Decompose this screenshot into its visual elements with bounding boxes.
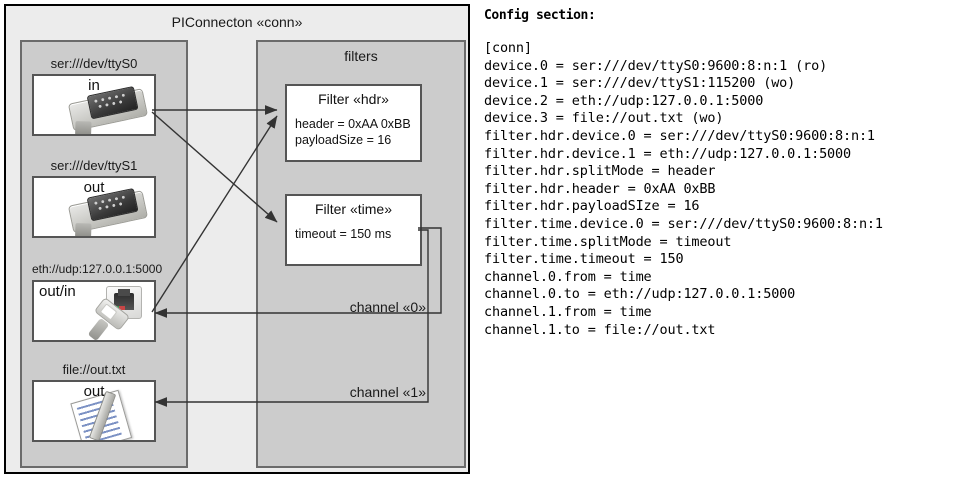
- device-eth-box: out/in: [32, 280, 156, 342]
- config-panel: Config section: [conn] device.0 = ser://…: [480, 0, 964, 484]
- filter-time-title: Filter «time»: [314, 201, 393, 217]
- device-ttys0-box: in: [32, 74, 156, 136]
- device-ttys1-label: ser:///dev/ttyS1: [50, 158, 138, 173]
- device-eth-label: eth://udp:127.0.0.1:5000: [32, 262, 163, 276]
- device-ttys1-box: out: [32, 176, 156, 238]
- filter-time[interactable]: Filter «time» timeout = 150 ms: [285, 194, 422, 266]
- channel-1-label: channel «1»: [349, 384, 426, 400]
- ethernet-icon: [87, 286, 148, 340]
- config-section-header: Config section:: [484, 8, 596, 23]
- diagram-frame: PIConnecton «conn» filters ser:///dev/tt…: [4, 4, 470, 474]
- device-file-label: file://out.txt: [62, 362, 126, 377]
- filter-time-props: timeout = 150 ms: [295, 227, 392, 241]
- diagram-title: PIConnecton «conn»: [171, 14, 303, 30]
- device-file-mode: out: [83, 383, 105, 400]
- filter-hdr-props: header = 0xAA 0xBB payloadSize = 16: [295, 117, 411, 147]
- channel-0-label: channel «0»: [349, 299, 426, 315]
- device-eth-mode: out/in: [39, 283, 76, 300]
- device-file-box: out: [32, 380, 156, 442]
- filters-group-title: filters: [344, 48, 378, 64]
- config-section-text: [conn] device.0 = ser:///dev/ttyS0:9600:…: [484, 40, 883, 338]
- filter-hdr-title: Filter «hdr»: [318, 91, 389, 107]
- filter-hdr[interactable]: Filter «hdr» header = 0xAA 0xBB payloadS…: [285, 84, 422, 162]
- device-ttys0-mode: in: [88, 77, 100, 94]
- device-ttys1-mode: out: [83, 179, 105, 196]
- device-ttys0-label: ser:///dev/ttyS0: [50, 56, 138, 71]
